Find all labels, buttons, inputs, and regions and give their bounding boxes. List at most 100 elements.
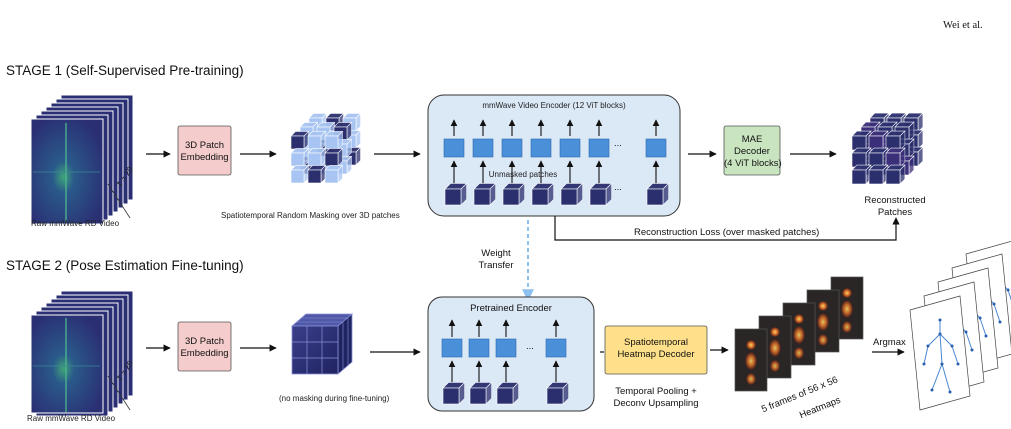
weight-transfer-label-2: Transfer: [478, 260, 514, 271]
heatmap-blob: [770, 327, 780, 337]
stage1-patch-embedding-box: [177, 125, 232, 176]
masked-patch-cube: [324, 169, 339, 184]
heatmap-decoder-label-2: Heatmap Decoder: [617, 349, 695, 360]
skeleton-bone: [927, 333, 941, 347]
heatmap-decoder-label-1: Spatiotemporal: [624, 337, 688, 348]
stage2-encoder-title: Pretrained Encoder: [470, 303, 552, 314]
heatmap-blob: [817, 313, 829, 331]
skeleton-joint: [922, 362, 926, 366]
unmasked-patch-cube: [502, 188, 520, 206]
skeleton-joint: [984, 334, 988, 338]
token-square: [545, 338, 567, 358]
stage1-input-caption: Raw mmWave RD Video: [31, 219, 120, 228]
reconstructed-patch-cube: [885, 169, 901, 185]
token-square: [443, 138, 465, 158]
heatmap-blob: [770, 360, 780, 372]
skeleton-joint: [948, 390, 952, 394]
unmasked-patch-cube: [473, 188, 491, 206]
skeleton-joint: [938, 332, 942, 336]
skeleton-joint: [950, 344, 954, 348]
heatmap-blob: [769, 339, 781, 357]
skeleton-bone: [965, 331, 973, 351]
skeleton-joint: [998, 320, 1002, 324]
skeleton-bone: [939, 333, 943, 365]
skeleton-bone: [941, 363, 951, 393]
heatmap-blob: [842, 321, 852, 333]
heatmap-blob: [746, 340, 756, 350]
masked-patch-cube: [324, 152, 339, 167]
reconstructed-caption-2: Patches: [877, 207, 913, 218]
masked-patch-cube: [307, 169, 322, 184]
skeleton-joint: [940, 362, 944, 366]
stage1-reconstructed-cube: [851, 112, 924, 185]
heatmap-blob: [793, 326, 805, 344]
skeleton-frame: [909, 295, 971, 411]
skeleton-bone: [923, 345, 929, 365]
reconstruction-loss-arrow: [554, 216, 900, 241]
stage1-encoder-tokens: [443, 119, 670, 206]
unmasked-patch-cube: [589, 188, 607, 206]
skeleton-joint: [926, 344, 930, 348]
stage2-patch-embedding-box: [177, 321, 232, 372]
skeleton-bone: [1007, 289, 1011, 301]
token-square: [588, 138, 610, 158]
reconstructed-caption-1: Reconstructed: [864, 195, 926, 206]
mae-decoder-label-2: Decoder: [734, 146, 770, 157]
stage2-patch-embed-label-1: 3D Patch: [184, 336, 225, 347]
stage1-rd-video-stack: [30, 94, 134, 225]
stage2-patch-embed-label-2: Embedding: [180, 348, 229, 359]
reconstructed-patch-cube: [868, 169, 884, 185]
heatmap-frames: [734, 276, 864, 392]
stage1-title: STAGE 1 (Self-Supervised Pre-training): [6, 63, 244, 78]
unmasked-label: Unmasked patches: [488, 170, 558, 179]
skeleton-joint: [964, 330, 968, 334]
skeleton-bone: [931, 363, 943, 391]
skeleton-joint: [930, 388, 934, 392]
heatmap-blob: [745, 352, 757, 370]
masked-patch-cube: [290, 169, 305, 184]
heatmap-blob: [842, 288, 852, 298]
stage1-mae-decoder-box: [723, 125, 781, 176]
stage2-full-patch-cube: [290, 313, 354, 375]
author-label: Wei et al.: [943, 20, 983, 31]
stage1-patch-embed-label-1: 3D Patch: [184, 140, 225, 151]
skeleton-joint: [938, 318, 942, 322]
input-patch-cube: [469, 387, 487, 405]
skeleton-joint: [970, 348, 974, 352]
mae-decoder-label-3: (4 ViT blocks): [724, 158, 782, 169]
heatmap-decoder-box: [604, 325, 708, 375]
stage1-patch-ellipsis: ...: [614, 182, 622, 193]
skeleton-joint: [956, 362, 960, 366]
argmax-label: Argmax: [873, 337, 906, 348]
skeleton-frames: [909, 241, 1011, 411]
token-square: [472, 138, 494, 158]
stage1-encoder-title: mmWave Video Encoder (12 ViT blocks): [482, 101, 626, 110]
masked-patch-cube: [290, 135, 305, 150]
heatmap-blob: [794, 347, 804, 359]
skeleton-bone: [993, 303, 1001, 323]
stage2-title: STAGE 2 (Pose Estimation Fine-tuning): [6, 258, 244, 273]
mae-decoder-label-1: MAE: [741, 134, 763, 145]
masked-patch-cube: [324, 135, 339, 150]
no-mask-caption: (no masking during fine-tuning): [279, 394, 390, 403]
stage2-token-ellipsis: ...: [526, 341, 534, 352]
skeleton-joint: [978, 316, 982, 320]
masking-caption: Spatiotemporal Random Masking over 3D pa…: [221, 211, 400, 220]
input-patch-cube: [442, 387, 460, 405]
token-square: [495, 338, 517, 358]
skeleton-bone: [939, 333, 953, 347]
heatmap-blob: [841, 300, 853, 318]
skeleton-joint: [1006, 288, 1010, 292]
pooling-caption-1: Temporal Pooling +: [615, 386, 697, 397]
masked-patch-cube: [307, 135, 322, 150]
reconstruction-loss-label: Reconstruction Loss (over masked patches…: [634, 227, 820, 238]
input-patch-cube: [496, 387, 514, 405]
reconstructed-patch-cube: [851, 169, 867, 185]
unmasked-patch-cube: [560, 188, 578, 206]
skeleton-bone: [951, 345, 959, 365]
masked-patch-cube: [290, 152, 305, 167]
heatmap-blob: [746, 373, 756, 385]
stage1-masked-patch-cube: [290, 112, 362, 184]
weight-transfer-label-1: Weight: [481, 248, 511, 259]
